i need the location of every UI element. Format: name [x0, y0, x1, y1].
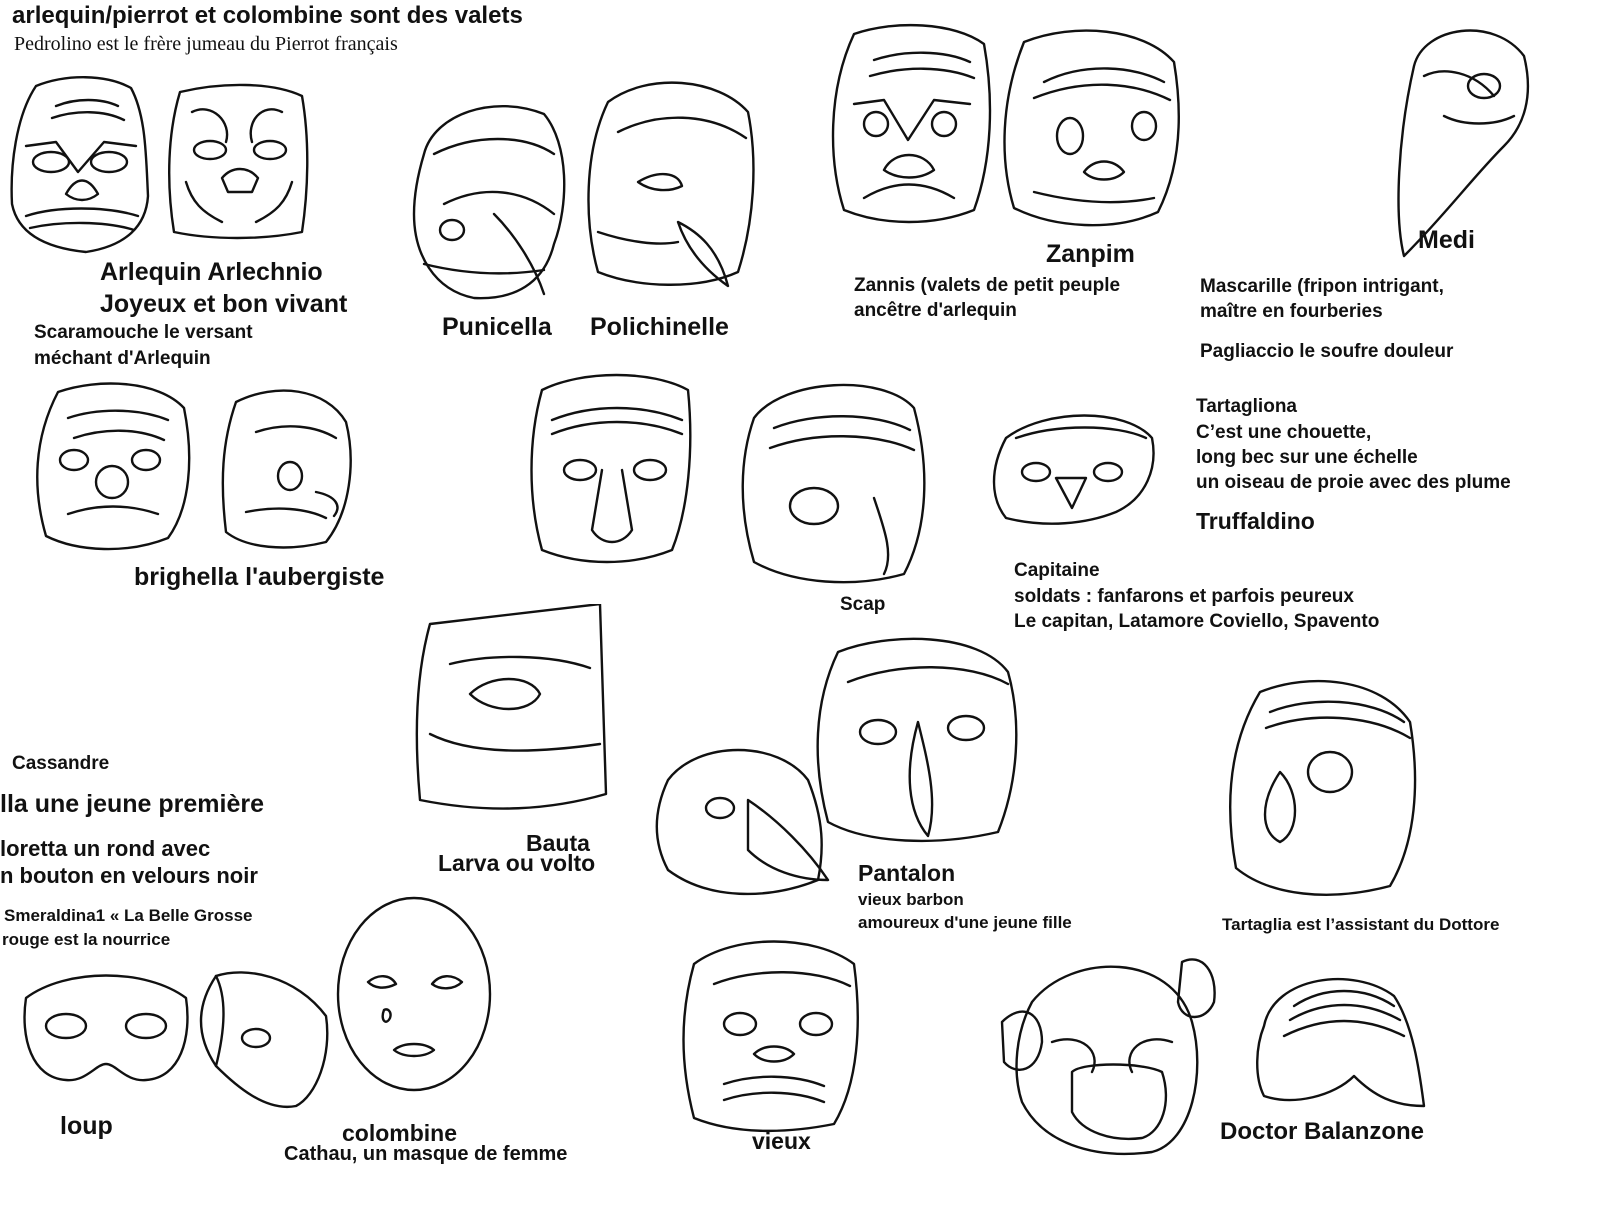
bauta-mask-drawing — [522, 370, 697, 570]
scaramouche-line-2: méchant d'Arlequin — [34, 348, 211, 369]
polichinelle-mask-drawing — [578, 72, 758, 292]
medi-mask-drawing — [1384, 16, 1534, 266]
smeraldina-line-1: Smeraldina1 « La Belle Grosse — [4, 906, 253, 925]
polichinelle-label: Polichinelle — [590, 313, 729, 341]
truffaldino-label: Truffaldino — [1196, 508, 1315, 534]
zanpim-mask-drawing — [824, 20, 994, 230]
pagliaccio-label: Pagliaccio le soufre douleur — [1200, 341, 1454, 362]
pantalon-line-1: vieux barbon — [858, 890, 964, 909]
chouette-line-2: long bec sur une échelle — [1196, 447, 1418, 468]
arlequin-mask-2-drawing — [162, 82, 312, 242]
floretta-line-2: n bouton en velours noir — [0, 863, 258, 888]
punicella-mask-drawing — [404, 94, 574, 304]
capitaine-label: Capitaine — [1014, 560, 1100, 581]
zannis-line-1: Zannis (valets de petit peuple — [854, 275, 1121, 296]
tartaglia-mask-drawing — [1220, 672, 1420, 902]
cathau-label: Cathau, un masque de femme — [284, 1143, 568, 1165]
zannis-line-2: ancêtre d'arlequin — [854, 300, 1017, 321]
colombine-label: colombine — [342, 1120, 458, 1146]
pantalon-mask-drawing — [648, 740, 833, 905]
vieux-mask-drawing — [674, 934, 864, 1134]
arlequin-mask-drawing — [6, 76, 156, 256]
balanzone-label: Doctor Balanzone — [1220, 1118, 1425, 1145]
isabella-label: lla une jeune première — [0, 790, 264, 818]
mascarille-line-2: maître en fourberies — [1200, 301, 1383, 322]
brighella-mask-drawing — [28, 378, 193, 553]
tartagliona-label: Tartagliona — [1196, 396, 1297, 417]
chouette-line-3: un oiseau de proie avec des plume — [1196, 472, 1511, 493]
tartaglia-label: Tartaglia est l’assistant du Dottore — [1222, 915, 1500, 934]
floretta-line-1: loretta un rond avec — [0, 836, 211, 861]
pantalon-label: Pantalon — [858, 860, 956, 886]
brighella-label: brighella l'aubergiste — [134, 563, 385, 591]
arlequin-desc: Joyeux et bon vivant — [100, 290, 348, 318]
scap-mask-drawing — [734, 378, 934, 588]
scaramouche-line-1: Scaramouche le versant — [34, 322, 253, 343]
cassandre-label: Cassandre — [12, 753, 110, 774]
balanzone-mask-2-drawing — [1244, 966, 1434, 1116]
larva-mask-drawing — [410, 604, 610, 814]
smeraldina-line-2: rouge est la nourrice — [2, 930, 171, 949]
loup-label: loup — [60, 1112, 113, 1140]
loup-mask-drawing — [16, 968, 196, 1088]
colombine-mask-drawing — [334, 894, 494, 1094]
soldats-label: soldats : fanfarons et parfois peureux — [1014, 586, 1354, 607]
zanpim-mask-2-drawing — [994, 22, 1184, 232]
vieux-label: vieux — [752, 1128, 811, 1154]
arlequin-name: Arlequin Arlechnio — [100, 258, 323, 286]
page-title: arlequin/pierrot et colombine sont des v… — [12, 2, 523, 29]
tartagliona-mask-drawing — [986, 408, 1161, 538]
pantalon-line-2: amoureux d'une jeune fille — [858, 913, 1072, 932]
pantalon-mask-2-drawing — [808, 632, 1023, 847]
page-subtitle: Pedrolino est le frère jumeau du Pierrot… — [14, 33, 398, 55]
larva-label: Larva ou volto — [438, 850, 596, 876]
punicella-label: Punicella — [442, 313, 552, 341]
scap-label: Scap — [840, 594, 886, 615]
mascarille-line-1: Mascarille (fripon intrigant, — [1200, 276, 1444, 297]
zanpim-label: Zanpim — [1046, 240, 1135, 268]
half-mask-drawing — [186, 966, 336, 1116]
capitan-label: Le capitan, Latamore Coviello, Spavento — [1014, 611, 1380, 632]
bauta-label: Bauta — [526, 830, 590, 856]
brighella-mask-2-drawing — [216, 382, 356, 552]
chouette-line-1: C’est une chouette, — [1196, 422, 1372, 443]
medi-label: Medi — [1418, 226, 1475, 254]
balanzone-mask-drawing — [992, 942, 1222, 1162]
